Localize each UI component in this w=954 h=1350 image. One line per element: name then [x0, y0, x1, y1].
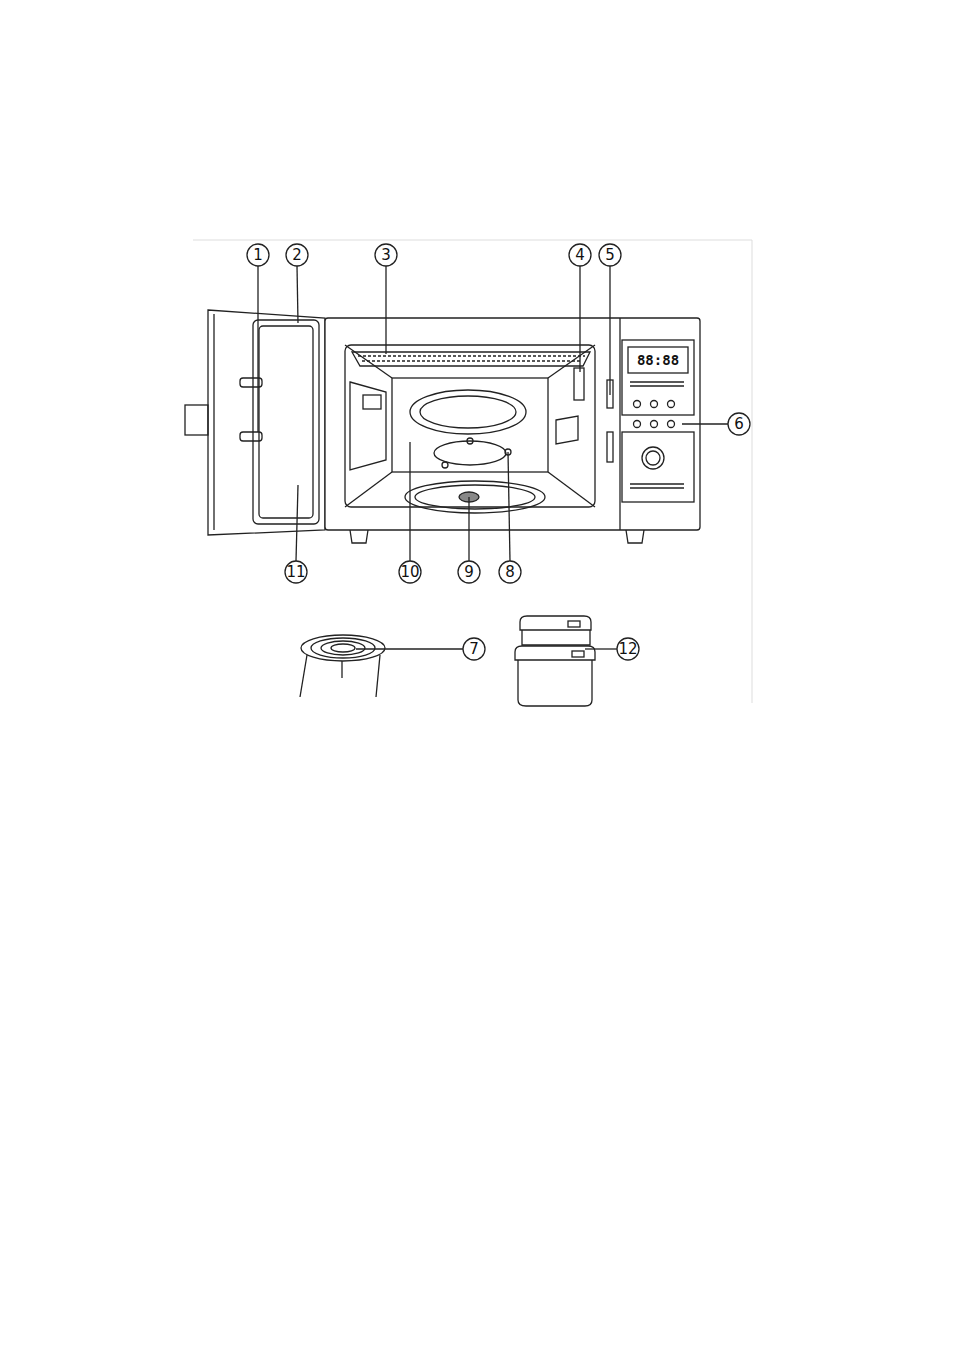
callout-number: 4: [575, 248, 585, 263]
display-readout: 88:88: [637, 353, 679, 367]
callout-number: 6: [734, 417, 744, 432]
callout-number: 10: [400, 565, 419, 580]
figure-frame: [752, 240, 753, 703]
figure-frame: [193, 240, 752, 241]
grill-rack: [300, 635, 385, 697]
callout-number: 3: [381, 248, 391, 263]
callout-number: 12: [618, 642, 637, 657]
callout-number: 7: [469, 642, 479, 657]
callout-number: 2: [292, 248, 302, 263]
food-containers: [515, 616, 595, 706]
callout-number: 1: [253, 248, 263, 263]
callouts: [247, 244, 750, 660]
callout-number: 11: [286, 565, 305, 580]
callout-number: 5: [605, 248, 615, 263]
oven-body: [325, 318, 700, 543]
door: [185, 310, 325, 535]
callout-number: 8: [505, 565, 515, 580]
callout-number: 9: [464, 565, 474, 580]
